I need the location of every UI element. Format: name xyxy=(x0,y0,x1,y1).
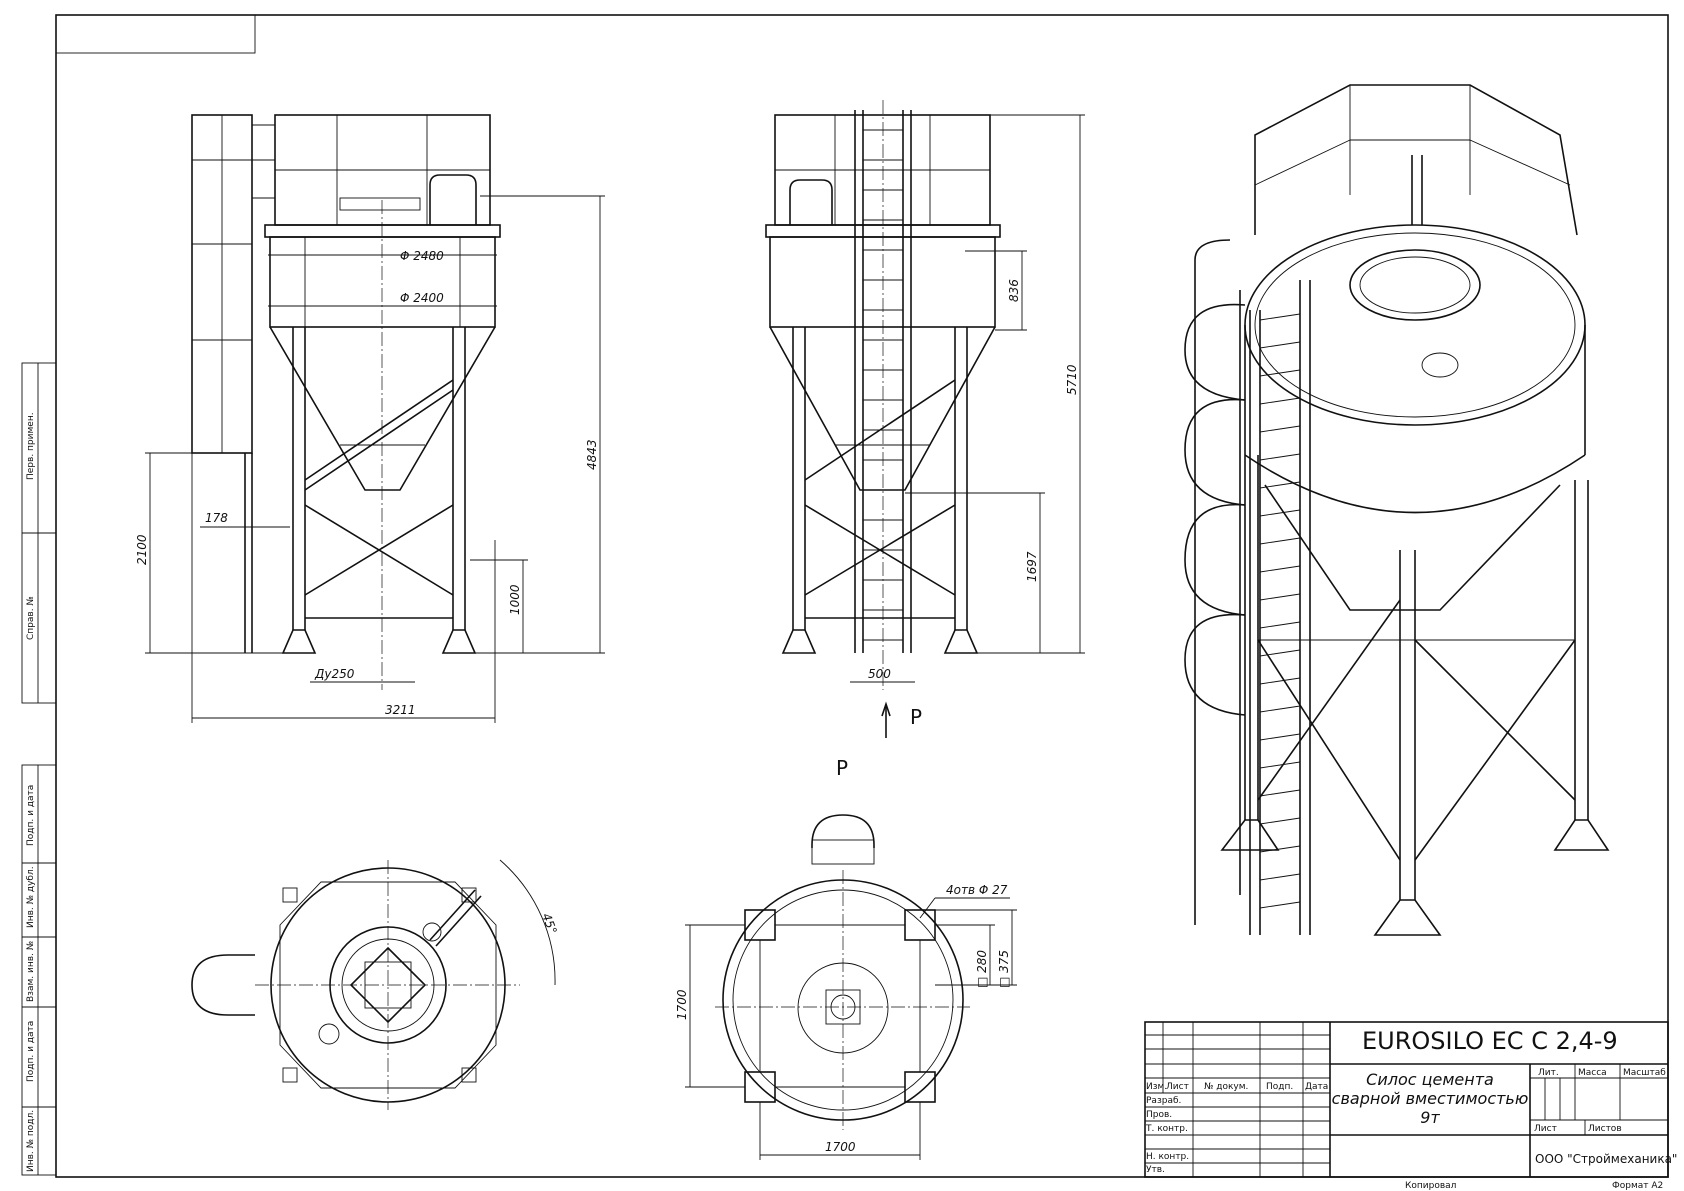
tb-listov: Листов xyxy=(1588,1124,1622,1134)
ladder-rung xyxy=(1259,341,1301,349)
dim-1697: 1697 xyxy=(1025,551,1039,582)
arrow-label-p: P xyxy=(910,705,922,729)
tb-razrab: Разраб. xyxy=(1146,1096,1181,1106)
product-code: EUROSILO EC C 2,4-9 xyxy=(1362,1027,1618,1055)
stamp-inv-podl: Инв. № подл. xyxy=(26,1110,36,1172)
ladder-rung xyxy=(1259,397,1301,405)
stamp-podp-data-1: Подп. и дата xyxy=(26,785,36,846)
ladder-rung xyxy=(1259,677,1301,685)
top-left-box xyxy=(55,14,256,54)
stamp-sprav-no: Справ. № xyxy=(26,596,36,640)
dim-836: 836 xyxy=(1007,279,1021,302)
dim-5710: 5710 xyxy=(1065,364,1079,395)
dim-d2480: Φ 2480 xyxy=(400,249,444,263)
ladder-rung xyxy=(1259,593,1301,601)
isometric-view xyxy=(1184,84,1610,936)
tb-n-kontr: Н. контр. xyxy=(1146,1152,1189,1162)
product-name-line-1: Силос цемента xyxy=(1366,1070,1494,1089)
dim-375: □ 375 xyxy=(997,950,1011,988)
tb-data: Дата xyxy=(1305,1082,1328,1092)
ladder-rung xyxy=(1259,761,1301,769)
stamp-vzam-inv: Взам. инв. № xyxy=(26,941,36,1002)
drawing-frame xyxy=(55,14,1669,1178)
ladder-rung xyxy=(1259,705,1301,713)
ladder-rung xyxy=(1259,621,1301,629)
tb-t-kontr: Т. контр. xyxy=(1145,1124,1188,1134)
ladder-rung xyxy=(1259,565,1301,573)
tb-masshtab: Масштаб xyxy=(1623,1068,1666,1078)
dim-2100: 2100 xyxy=(135,534,149,565)
view-p: P 1700 1700 4отв Φ 27 □ 280 xyxy=(675,756,1017,1160)
dim-1700-vertical: 1700 xyxy=(675,989,689,1020)
tb-izm: Изм. xyxy=(1146,1082,1167,1092)
dim-holes: 4отв Φ 27 xyxy=(946,883,1008,897)
title-block: Изм. Лист № докум. Подп. Дата Разраб. Пр… xyxy=(1144,1021,1677,1191)
view-label-p: P xyxy=(836,756,848,780)
company-name: ООО "Строймеханика" xyxy=(1535,1152,1677,1166)
stamp-podp-data-2: Подп. и дата xyxy=(26,1021,36,1082)
dim-178: 178 xyxy=(205,511,228,525)
tb-no-dokum: № докум. xyxy=(1204,1082,1248,1092)
ladder-rung xyxy=(1259,817,1301,825)
ladder-rung xyxy=(1259,509,1301,517)
ladder-rung xyxy=(1259,453,1301,461)
dim-4843: 4843 xyxy=(585,439,599,470)
ladder-rung xyxy=(1259,369,1301,377)
dim-d2400: Φ 2400 xyxy=(400,291,444,305)
side-view: 836 5710 1697 500 P xyxy=(765,100,1085,738)
tb-lit: Лит. xyxy=(1538,1068,1559,1078)
front-view: Φ 2480 Φ 2400 4843 2100 178 1000 Ду250 3… xyxy=(135,114,605,723)
tb-list2: Лист xyxy=(1534,1124,1557,1134)
ladder-rung xyxy=(1259,789,1301,797)
tb-massa: Масса xyxy=(1578,1068,1607,1078)
tb-podp: Подп. xyxy=(1266,1082,1293,1092)
ladder-rung xyxy=(1259,425,1301,433)
dim-angle-45: 45° xyxy=(539,911,559,936)
dim-3211: 3211 xyxy=(385,703,416,717)
ladder-rung xyxy=(1259,873,1301,881)
ladder-rung xyxy=(1259,313,1301,321)
dim-1000: 1000 xyxy=(508,584,522,615)
dim-500: 500 xyxy=(868,667,891,681)
ladder-rung xyxy=(1259,733,1301,741)
ladder-rung xyxy=(1259,649,1301,657)
ladder-rung xyxy=(1259,537,1301,545)
ladder-rung xyxy=(1259,845,1301,853)
stamp-perv-primen: Перв. примен. xyxy=(26,412,36,480)
dim-280: □ 280 xyxy=(975,950,989,988)
product-name-line-2: сварной вместимостью xyxy=(1332,1089,1529,1108)
stamp-inv-dubl: Инв. № дубл. xyxy=(26,866,36,928)
tb-utv: Утв. xyxy=(1146,1165,1165,1175)
product-name-line-3: 9т xyxy=(1420,1108,1440,1127)
dim-du250: Ду250 xyxy=(314,667,355,681)
tb-list: Лист xyxy=(1166,1082,1189,1092)
side-stamp: Перв. примен. Справ. № Подп. и дата Инв.… xyxy=(21,362,57,1176)
ladder-rung xyxy=(1259,901,1301,909)
tb-kopiroval: Копировал xyxy=(1405,1181,1456,1191)
tb-format: Формат А2 xyxy=(1612,1181,1663,1191)
dim-1700-horizontal: 1700 xyxy=(825,1140,856,1154)
top-view: 45° xyxy=(191,859,560,1110)
ladder-rung xyxy=(1259,481,1301,489)
tb-prov: Пров. xyxy=(1146,1110,1172,1120)
